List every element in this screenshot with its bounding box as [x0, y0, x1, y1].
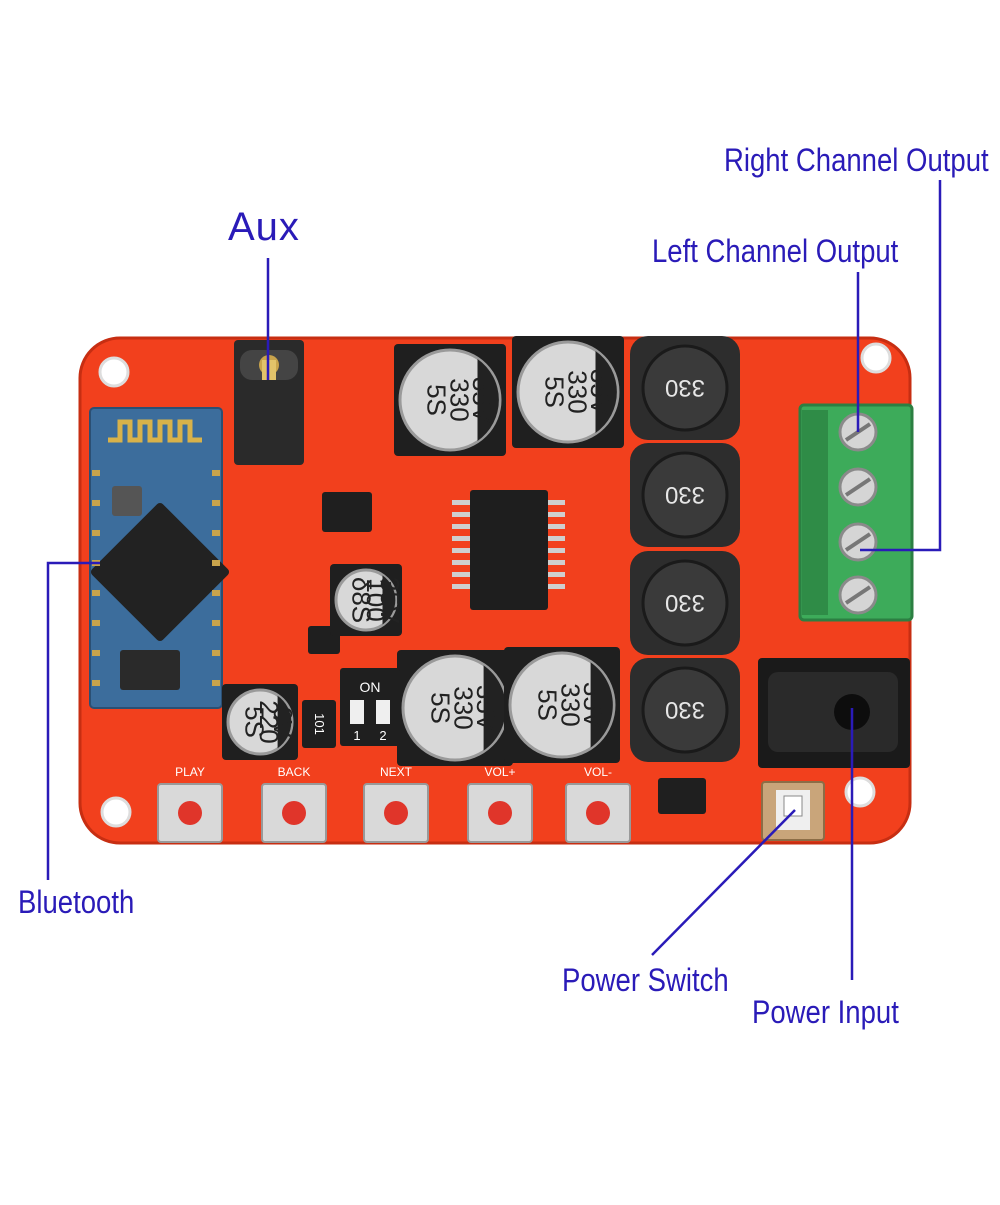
capacitor-label: 5S	[533, 689, 563, 721]
capacitor-label: 6V	[268, 706, 298, 738]
tact-button: NEXT	[363, 765, 429, 843]
leader-lines	[46, 180, 942, 980]
resistor-101-label: 101	[312, 713, 327, 735]
mounting-hole	[860, 342, 892, 374]
button-label: VOL+	[484, 765, 515, 779]
capacitor-label: 35V	[578, 682, 608, 729]
button-label: BACK	[278, 765, 311, 779]
mounting-hole	[98, 356, 130, 388]
leader-right-channel	[860, 180, 942, 552]
capacitor-label: 35V	[467, 377, 497, 424]
mounting-hole	[100, 796, 132, 828]
callout-left-channel-output: Left Channel Output	[652, 233, 899, 269]
button-label: NEXT	[380, 765, 413, 779]
capacitor-label: 330	[555, 683, 585, 726]
inductor: 330	[630, 658, 740, 762]
tact-button: VOL-	[565, 765, 631, 843]
capacitor-label: 100	[361, 578, 391, 621]
callout-power-switch: Power Switch	[562, 962, 729, 998]
inductor: 330	[630, 443, 740, 547]
small-chip	[658, 778, 706, 814]
button-label: PLAY	[175, 765, 205, 779]
callout-right-channel-output: Right Channel Output	[724, 142, 989, 178]
capacitor-label: 330	[562, 370, 592, 413]
resistor-101: 101	[302, 700, 336, 748]
tact-button: BACK	[261, 765, 327, 843]
inductor-label: 330	[665, 481, 705, 508]
inductor-label: 330	[665, 374, 705, 401]
inductor-label: 330	[665, 589, 705, 616]
capacitor-label: 5S	[540, 376, 570, 408]
leader-power-switch	[651, 809, 796, 956]
dip-on-label: ON	[360, 679, 381, 695]
inductor-label: 330	[665, 696, 705, 723]
leader-bluetooth	[46, 561, 100, 880]
callout-power-input: Power Input	[752, 994, 899, 1030]
callout-aux: Aux	[228, 205, 300, 249]
power-input-jack	[758, 658, 910, 768]
dip-pos1-label: 1	[353, 728, 360, 743]
callout-bluetooth: Bluetooth	[18, 884, 135, 920]
button-label: VOL-	[584, 765, 612, 779]
dip-pos2-label: 2	[379, 728, 386, 743]
capacitor-label: 5S	[422, 384, 452, 416]
tact-button: PLAY	[157, 765, 223, 843]
capacitor-label: 220	[254, 700, 284, 743]
capacitor-label: δ8S	[347, 577, 377, 623]
inductor: 330	[630, 551, 740, 655]
capacitor-label: 5S	[240, 706, 270, 738]
capacitor-label: 35V	[471, 685, 501, 732]
capacitor-label: 35V	[585, 369, 615, 416]
tact-button: VOL+	[467, 765, 533, 843]
capacitor-label: 5S	[426, 692, 456, 724]
capacitor-label: 35V	[375, 577, 405, 624]
button-row: PLAY BACK NEXT VOL+ VOL-	[157, 765, 631, 843]
bluetooth-module	[89, 407, 230, 709]
mounting-hole	[844, 776, 876, 808]
dip-switch: ON 1 2	[340, 668, 400, 746]
terminal-block	[798, 403, 914, 622]
small-chip	[322, 492, 372, 532]
amplifier-ic	[452, 490, 565, 610]
capacitor-label: 330	[448, 686, 478, 729]
inductor: 330	[630, 336, 740, 440]
inductor-group: 330 330 330 330	[630, 336, 740, 762]
capacitor-label: 330	[444, 378, 474, 421]
